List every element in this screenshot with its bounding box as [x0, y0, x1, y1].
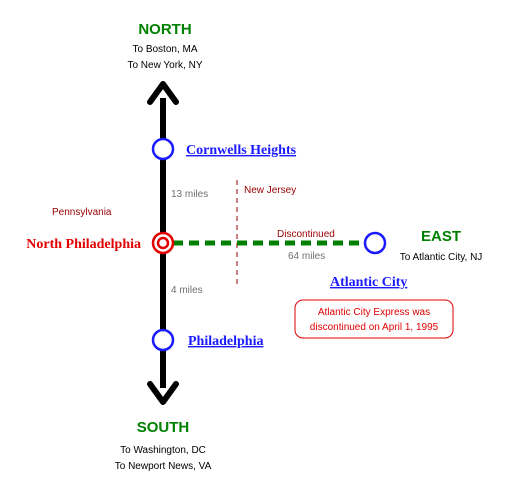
distance-north-segment: 13 miles — [171, 189, 208, 200]
station-philadelphia-link[interactable]: Philadelphia — [188, 334, 263, 349]
station-north-philadelphia-marker[interactable] — [151, 231, 175, 255]
note-line-1: Atlantic City Express was — [318, 307, 430, 318]
east-heading: EAST — [421, 228, 461, 245]
station-atlantic-city-link[interactable]: Atlantic City — [330, 275, 407, 290]
station-atlantic-city-marker[interactable] — [363, 231, 387, 255]
east-destination: To Atlantic City, NJ — [400, 252, 483, 263]
station-cornwells-heights-link[interactable]: Cornwells Heights — [186, 143, 297, 158]
south-heading: SOUTH — [137, 419, 190, 436]
north-destination-2: To New York, NY — [127, 60, 202, 71]
distance-east-segment: 64 miles — [288, 251, 325, 262]
south-arrowhead-icon — [147, 381, 179, 405]
distance-south-segment: 4 miles — [171, 285, 203, 296]
state-label-pennsylvania: Pennsylvania — [52, 207, 112, 218]
south-destination-2: To Newport News, VA — [115, 461, 212, 472]
north-destination-1: To Boston, MA — [132, 44, 197, 55]
note-line-2: discontinued on April 1, 1995 — [310, 322, 439, 333]
south-destination-1: To Washington, DC — [120, 445, 206, 456]
north-heading: NORTH — [138, 21, 191, 38]
discontinued-label: Discontinued — [277, 229, 335, 240]
north-arrowhead-icon — [147, 81, 179, 105]
station-philadelphia-marker[interactable] — [151, 328, 175, 352]
station-cornwells-heights-marker[interactable] — [151, 137, 175, 161]
discontinued-note-box: Atlantic City Express was discontinued o… — [294, 299, 454, 339]
state-label-new-jersey: New Jersey — [244, 185, 296, 196]
station-north-philadelphia-label: North Philadelphia — [26, 237, 141, 252]
